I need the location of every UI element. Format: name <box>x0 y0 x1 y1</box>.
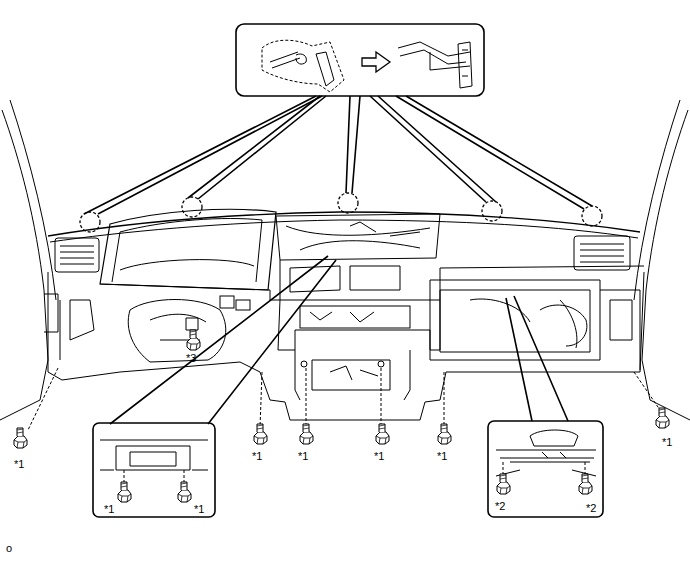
callout-number: *1 <box>194 503 204 515</box>
callout-number: *1 <box>374 450 384 462</box>
callout-number: *1 <box>104 503 114 515</box>
callout-number: *1 <box>298 450 308 462</box>
callout-number: *1 <box>662 436 672 448</box>
figure-mark: o <box>6 542 12 554</box>
callout-number: *1 <box>14 458 24 470</box>
callout-number: *2 <box>495 500 505 512</box>
callout-number: *1 <box>437 450 447 462</box>
callout-number: *3 <box>186 352 196 364</box>
callout-number: *1 <box>252 450 262 462</box>
callout-number: *2 <box>586 502 596 514</box>
